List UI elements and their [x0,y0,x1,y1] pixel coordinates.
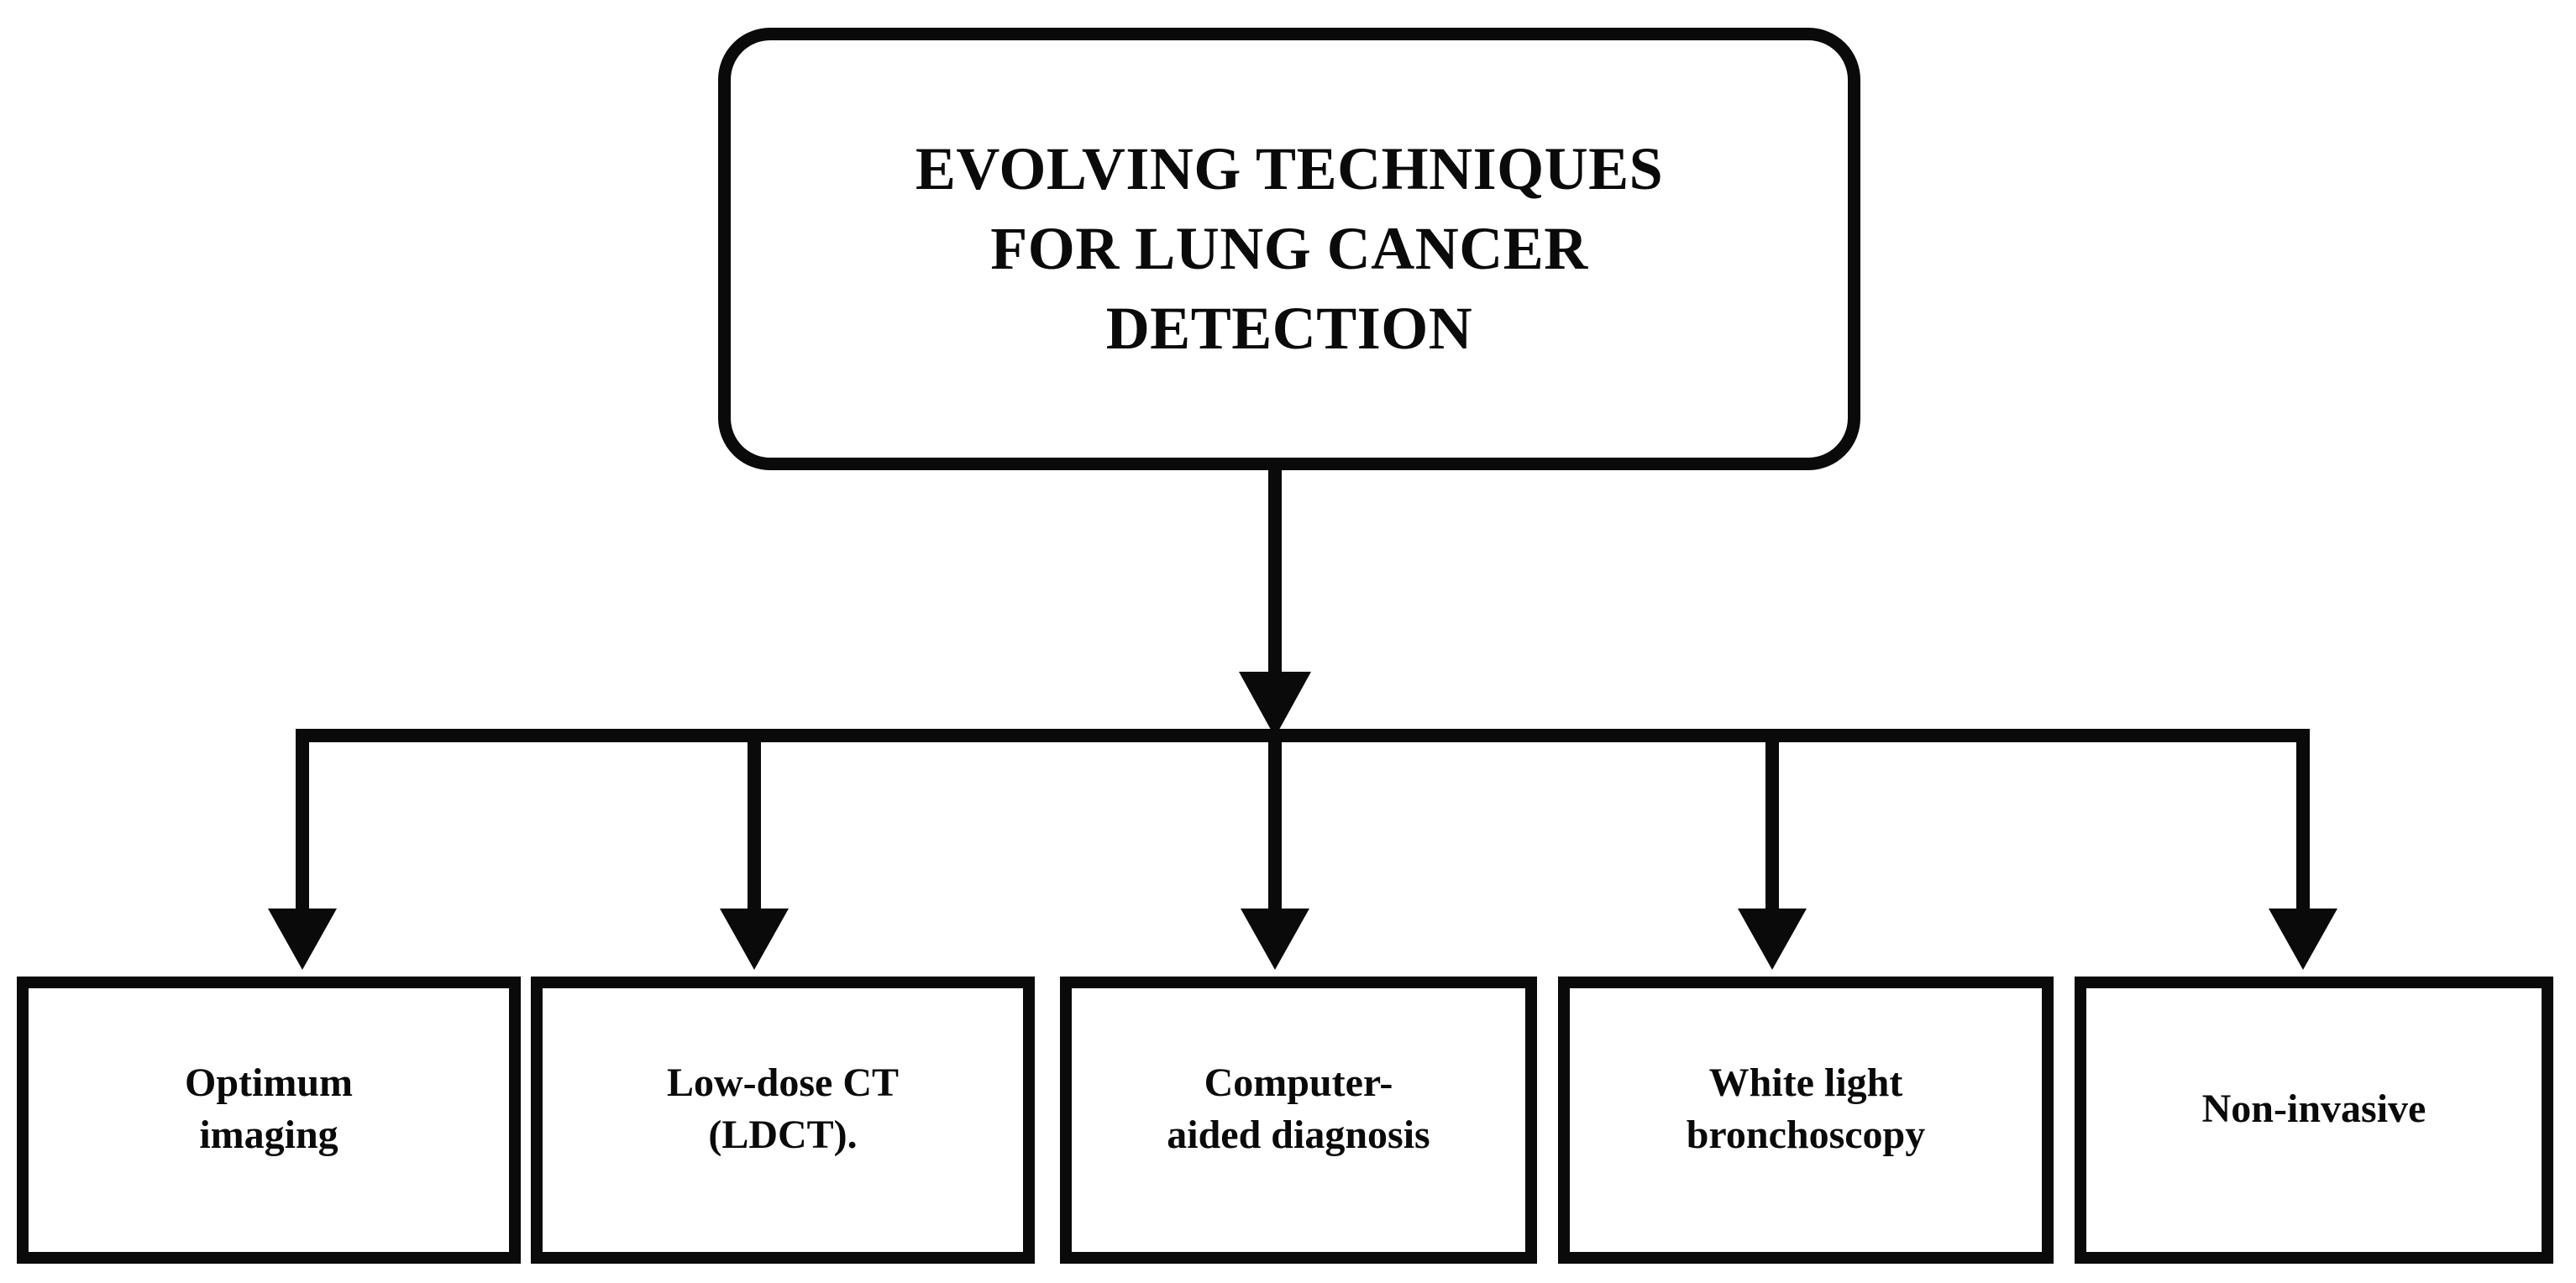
root-title-line-2: FOR LUNG CANCER [990,214,1588,282]
leaf-node-label: Low-dose CT (LDCT). [655,1057,910,1162]
leaf-node-label: Non-invasive [2190,1083,2438,1135]
leaf-node-white-light-bronchoscopy[interactable]: White light bronchoscopy [1558,977,2054,1264]
leaf-node-label: White light bronchoscopy [1675,1057,1938,1162]
branch-arrow-1 [268,729,337,970]
branch-arrow-2 [720,729,789,970]
branch-arrow-5 [2269,729,2337,970]
leaf-4-line-1: White light [1708,1060,1903,1105]
root-node-title: EVOLVING TECHNIQUES FOR LUNG CANCER DETE… [882,129,1697,369]
leaf-4-line-2: bronchoscopy [1686,1113,1926,1157]
leaf-node-optimum-imaging[interactable]: Optimum imaging [17,977,521,1264]
root-title-line-1: EVOLVING TECHNIQUES [915,134,1664,202]
root-title-line-3: DETECTION [1105,295,1473,363]
root-node-evolving-techniques[interactable]: EVOLVING TECHNIQUES FOR LUNG CANCER DETE… [718,28,1860,470]
leaf-1-line-2: imaging [199,1113,338,1157]
leaf-node-label: Optimum imaging [173,1057,365,1162]
branch-arrow-4 [1738,729,1807,970]
leaf-node-non-invasive[interactable]: Non-invasive [2075,977,2553,1264]
leaf-1-line-1: Optimum [184,1060,353,1105]
leaf-node-label: Computer- aided diagnosis [1155,1057,1441,1162]
branch-arrow-3 [1241,729,1309,970]
horizontal-distribution-bar [296,729,2310,742]
leaf-5-line-1: Non-invasive [2201,1086,2426,1131]
leaf-node-low-dose-ct[interactable]: Low-dose CT (LDCT). [531,977,1035,1264]
leaf-node-computer-aided-diagnosis[interactable]: Computer- aided diagnosis [1060,977,1537,1264]
leaf-2-line-2: (LDCT). [708,1113,858,1157]
main-stem-arrow [1239,467,1311,737]
leaf-2-line-1: Low-dose CT [666,1060,900,1105]
leaf-3-line-1: Computer- [1204,1060,1393,1105]
leaf-3-line-2: aided diagnosis [1167,1113,1430,1157]
